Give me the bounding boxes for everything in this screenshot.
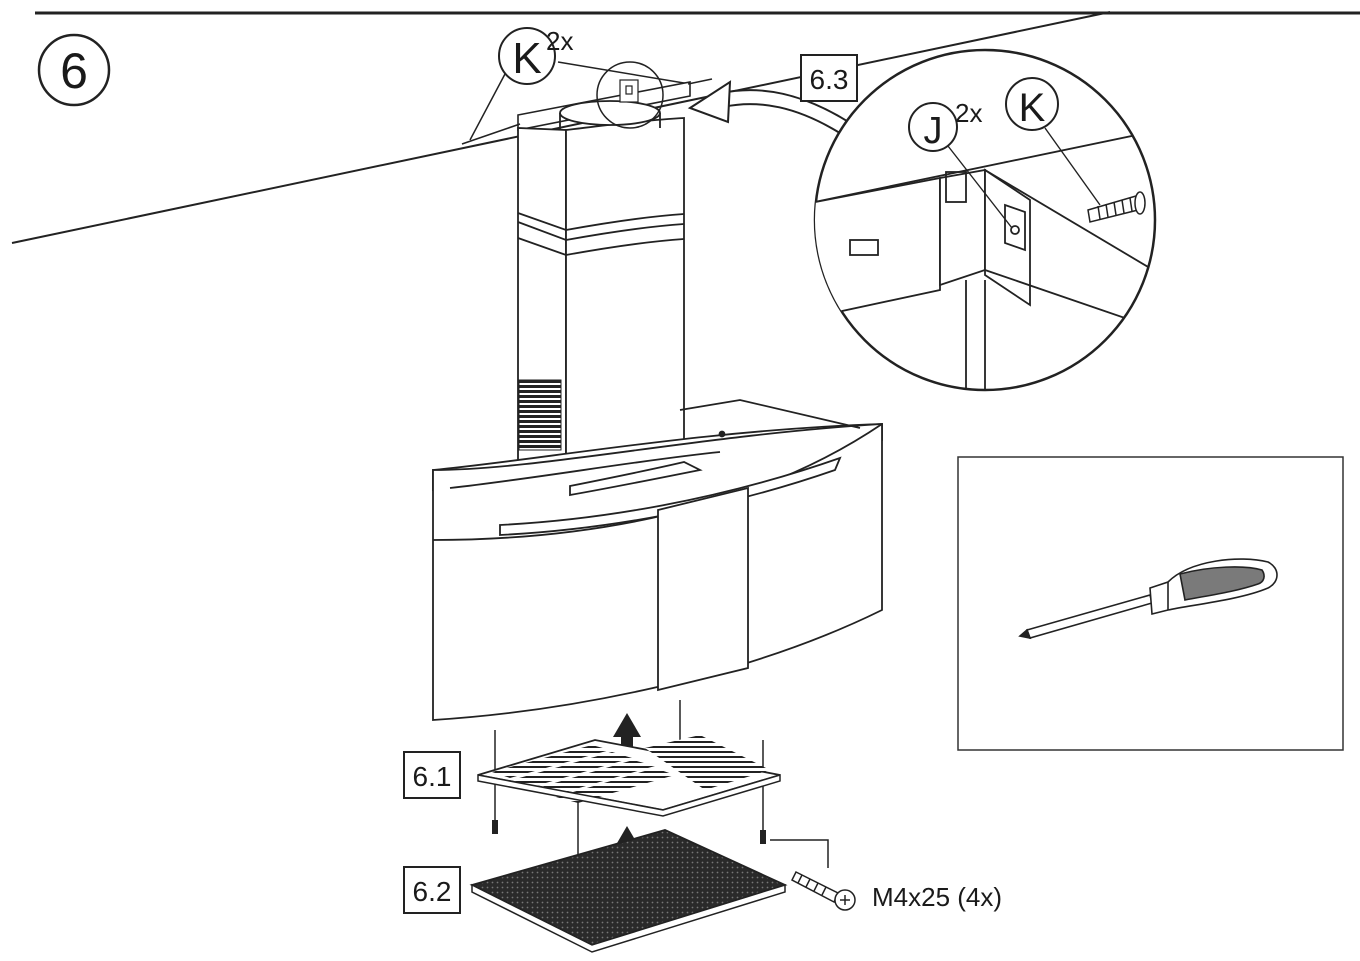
label-6-1-text: 6.1 bbox=[413, 761, 452, 792]
step-number-badge: 6 bbox=[37, 33, 111, 107]
hood-canopy bbox=[432, 399, 883, 721]
carbon-filter bbox=[469, 829, 788, 953]
clip-small bbox=[619, 79, 639, 103]
callout-k-top-count: 2x bbox=[546, 26, 573, 56]
screwdriver-icon bbox=[1018, 558, 1278, 640]
label-6-2-text: 6.2 bbox=[413, 876, 452, 907]
ceiling-line bbox=[11, 11, 1111, 244]
grease-filter bbox=[477, 735, 781, 817]
callout-k-top-letter: K bbox=[512, 34, 541, 83]
label-6-3: 6.3 bbox=[800, 54, 858, 102]
step-number: 6 bbox=[60, 43, 88, 99]
label-6-1: 6.1 bbox=[403, 751, 461, 799]
callout-k-detail-letter: K bbox=[1019, 86, 1046, 130]
detail-screw bbox=[1087, 191, 1146, 223]
screw-callout: M4x25 (4x) bbox=[770, 839, 1002, 912]
callout-k-top: K 2x bbox=[469, 26, 691, 141]
label-6-3-text: 6.3 bbox=[810, 64, 849, 95]
chimney bbox=[517, 100, 685, 484]
detail-source-ring bbox=[596, 61, 664, 129]
screw-spec-text: M4x25 (4x) bbox=[872, 882, 1002, 912]
vent-grille bbox=[518, 379, 562, 451]
callout-j-letter: J bbox=[924, 110, 943, 152]
callout-j-count: 2x bbox=[955, 98, 982, 128]
hood-panel bbox=[657, 486, 749, 692]
label-6-2: 6.2 bbox=[403, 866, 461, 914]
tool-panel bbox=[957, 456, 1344, 751]
detail-arrow-head bbox=[687, 80, 732, 124]
detail-view: J 2x K bbox=[813, 48, 1157, 392]
screw-icon bbox=[791, 870, 856, 911]
